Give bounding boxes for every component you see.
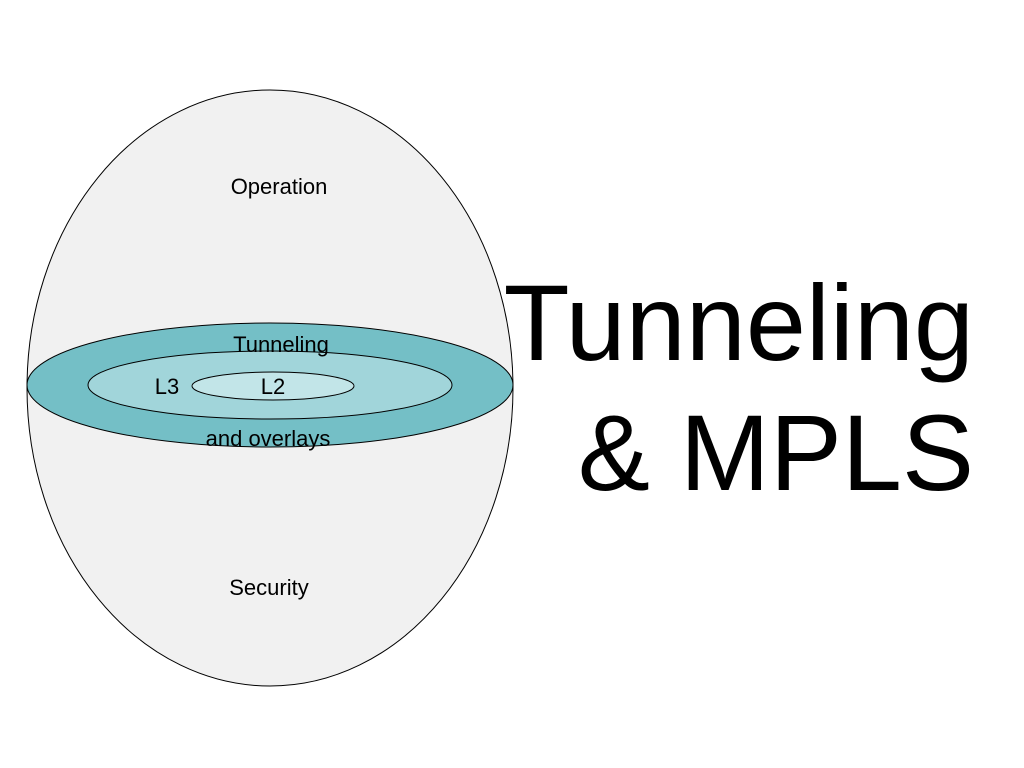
slide-title: Tunneling & MPLS	[504, 258, 974, 518]
l2-core	[191, 371, 355, 401]
operation-label: Operation	[231, 174, 328, 199]
l3-label: L3	[155, 374, 179, 399]
l2-label: L2	[261, 374, 285, 399]
tunneling-band-label: Tunneling	[233, 332, 329, 357]
security-label: Security	[229, 575, 308, 600]
slide-title-line1: Tunneling	[503, 262, 974, 383]
slide-title-line2: & MPLS	[577, 392, 974, 513]
overlays-band-label: and overlays	[206, 426, 331, 451]
